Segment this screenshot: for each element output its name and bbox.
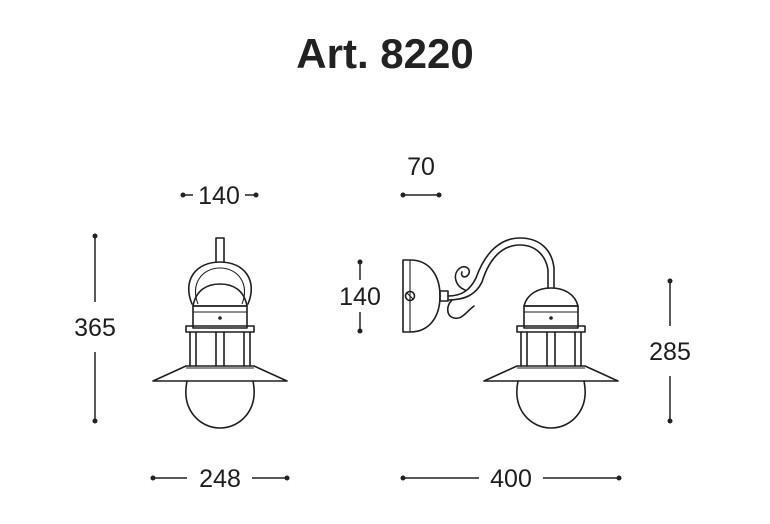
dim-side-lamp-height: 285 xyxy=(649,278,691,424)
side-view-lamp xyxy=(402,237,619,429)
dim-label-side-lamp: 285 xyxy=(649,338,691,366)
dim-side-projection: 400 xyxy=(400,465,622,493)
dim-front-shade-width: 248 xyxy=(150,465,290,493)
dim-front-height: 365 xyxy=(74,233,116,424)
dim-front-top-width: 140 xyxy=(180,182,259,210)
dim-label-front-top: 140 xyxy=(198,182,240,210)
dim-label-side-arm: 70 xyxy=(407,153,435,181)
dim-label-side-projection: 400 xyxy=(490,465,532,493)
dim-label-front-shade: 248 xyxy=(199,465,241,493)
dim-side-arm-offset: 70 xyxy=(400,153,442,198)
front-view-lamp xyxy=(152,237,288,429)
article-title: Art. 8220 xyxy=(296,30,474,77)
dim-label-front-height: 365 xyxy=(74,314,116,342)
dim-label-side-plate: 140 xyxy=(339,283,381,311)
dim-side-plate-height: 140 xyxy=(339,259,381,334)
